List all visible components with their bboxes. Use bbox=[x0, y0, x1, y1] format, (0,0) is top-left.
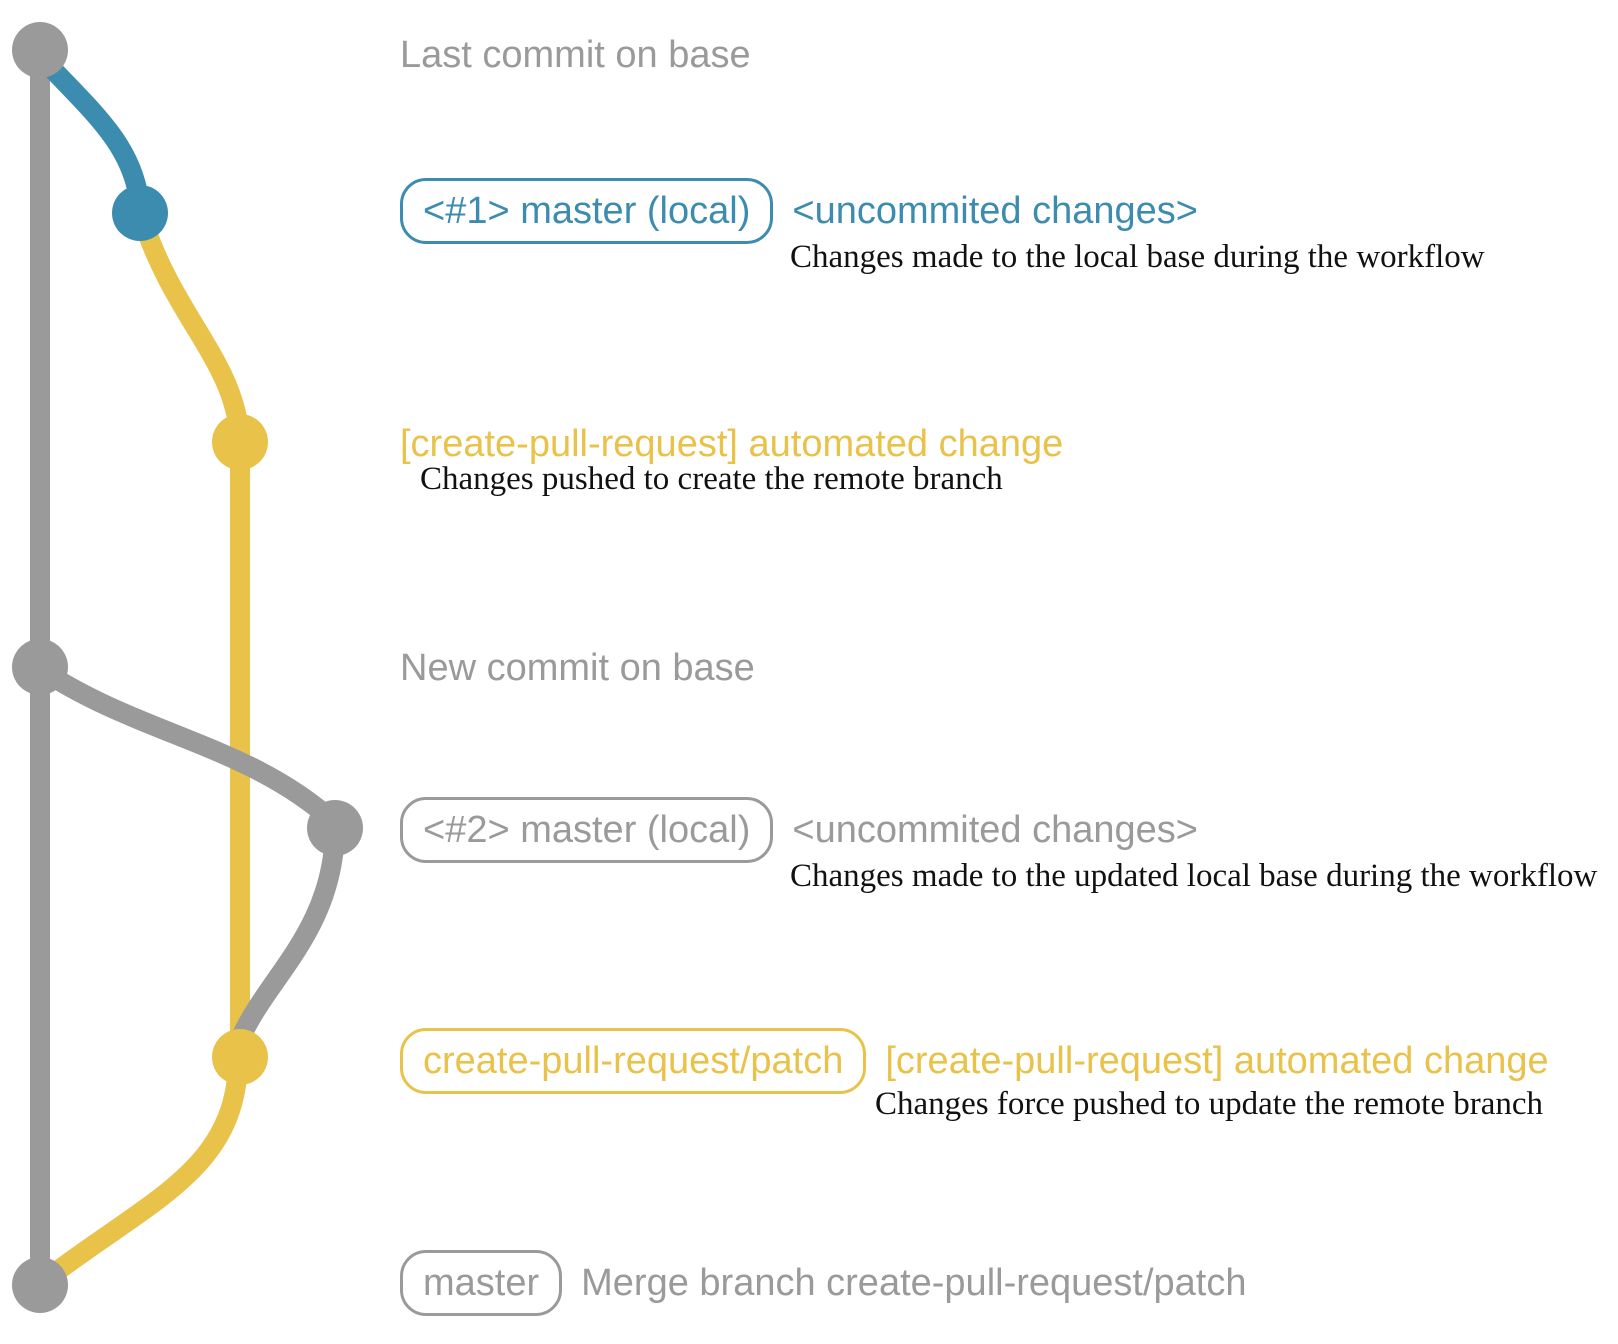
merge-branch-label: Merge branch create-pull-request/patch bbox=[581, 1261, 1247, 1304]
automated-change-label-1: [create-pull-request] automated change bbox=[400, 422, 1064, 465]
annotation-patch-branch: create-pull-request/patch [create-pull-r… bbox=[400, 1028, 1549, 1094]
automated-change-label-2: [create-pull-request] automated change bbox=[885, 1039, 1549, 1082]
new-commit-label: New commit on base bbox=[400, 646, 755, 689]
patch-branch-path bbox=[132, 214, 250, 1057]
badge-master-local-1: <#1> master (local) bbox=[400, 178, 774, 244]
uncommitted-changes-label-1: <uncommited changes> bbox=[792, 189, 1198, 232]
annotation-automated-change-1: [create-pull-request] automated change bbox=[400, 419, 1063, 469]
badge-create-pull-request-patch: create-pull-request/patch bbox=[400, 1028, 867, 1094]
annotation-master-local-2: <#2> master (local) <uncommited changes> bbox=[400, 797, 1198, 863]
commit-dot-last-base bbox=[12, 22, 68, 78]
annotation-master-merge: master Merge branch create-pull-request/… bbox=[400, 1250, 1247, 1316]
desc-pushed-remote-branch: Changes pushed to create the remote bran… bbox=[420, 461, 1003, 497]
commit-dot-merge bbox=[12, 1257, 68, 1313]
desc-local-changes-2: Changes made to the updated local base d… bbox=[790, 858, 1598, 894]
commit-dot-new-base bbox=[12, 639, 68, 695]
commit-dot-local-1 bbox=[112, 185, 168, 241]
commit-graph bbox=[12, 22, 363, 1313]
annotation-master-local-1: <#1> master (local) <uncommited changes> bbox=[400, 178, 1198, 244]
last-commit-label: Last commit on base bbox=[400, 33, 751, 76]
annotation-last-commit-on-base: Last commit on base bbox=[400, 30, 751, 80]
uncommitted-changes-label-2: <uncommited changes> bbox=[792, 808, 1198, 851]
badge-master: master bbox=[400, 1250, 563, 1316]
commit-dot-patch-1 bbox=[212, 414, 268, 470]
base-to-local2-curve bbox=[36, 661, 342, 831]
badge-master-local-2: <#2> master (local) bbox=[400, 797, 774, 863]
desc-force-pushed: Changes force pushed to update the remot… bbox=[875, 1086, 1544, 1122]
patch-to-base-merge-curve bbox=[41, 1062, 248, 1286]
local-branch-curve bbox=[34, 51, 150, 210]
annotation-new-commit-on-base: New commit on base bbox=[400, 643, 755, 693]
desc-local-changes-1: Changes made to the local base during th… bbox=[790, 239, 1485, 275]
commit-dot-patch-2 bbox=[212, 1029, 268, 1085]
commit-dot-local-2 bbox=[307, 800, 363, 856]
local2-to-patch-curve bbox=[232, 831, 345, 1040]
